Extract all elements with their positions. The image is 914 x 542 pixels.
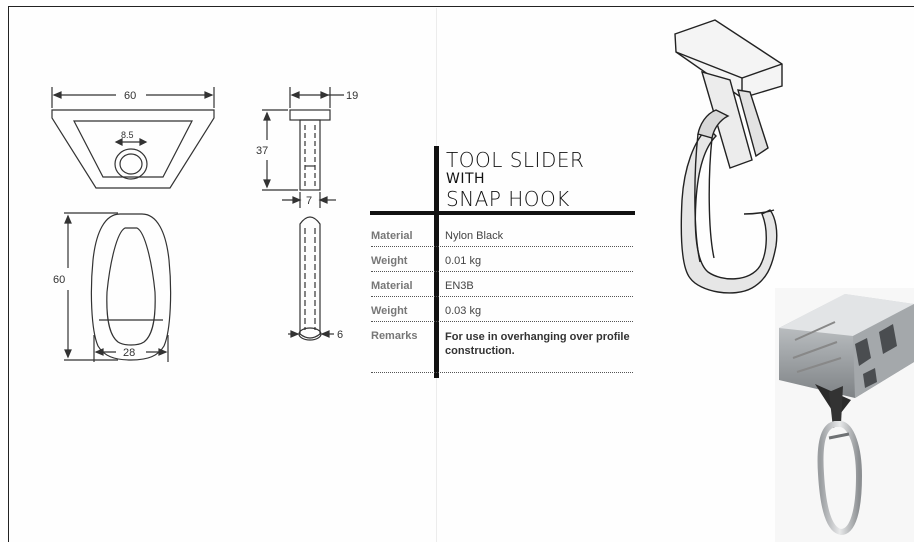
hook-side-view	[298, 216, 322, 341]
spec-divider	[371, 321, 633, 322]
spec-label: Weight	[371, 305, 408, 317]
spec-value: Nylon Black	[445, 230, 504, 242]
spec-value: EN3B	[445, 280, 474, 292]
loop-front-view	[90, 213, 172, 361]
product-title-line-3: SNAP HOOK	[446, 187, 570, 211]
dim-side-rod: 6	[337, 329, 343, 341]
dim-hole: 8.5	[121, 130, 134, 140]
slider-hook-illustration	[674, 19, 783, 294]
spec-divider	[371, 296, 633, 297]
dim-loop-height: 60	[53, 274, 65, 286]
dim-side-height: 37	[256, 145, 268, 157]
slider-side-view	[289, 109, 331, 191]
dim-loop-width: 28	[123, 347, 135, 359]
spec-label: Weight	[371, 255, 408, 267]
spec-label: Material	[371, 280, 413, 292]
spec-label: Remarks	[371, 330, 418, 342]
spec-divider	[371, 246, 633, 247]
dim-top-width: 60	[124, 90, 136, 102]
slider-top-view	[51, 109, 215, 189]
spec-divider	[371, 372, 633, 373]
spec-value: For use in overhanging over profile cons…	[445, 331, 630, 357]
dim-side-stem: 7	[306, 195, 312, 207]
page-border-top	[8, 6, 914, 7]
product-title-line-2: WITH	[446, 171, 486, 187]
title-vertical-bar	[434, 146, 439, 378]
product-title-line-1: TOOL SLIDER	[446, 148, 585, 172]
spec-divider	[371, 271, 633, 272]
spec-value: 0.01 kg	[445, 255, 482, 267]
title-rule	[370, 211, 635, 215]
product-photo	[775, 288, 914, 542]
dim-side-cap: 19	[346, 90, 358, 102]
spec-value: 0.03 kg	[445, 305, 482, 317]
spec-label: Material	[371, 230, 413, 242]
page-border-left	[8, 6, 9, 542]
